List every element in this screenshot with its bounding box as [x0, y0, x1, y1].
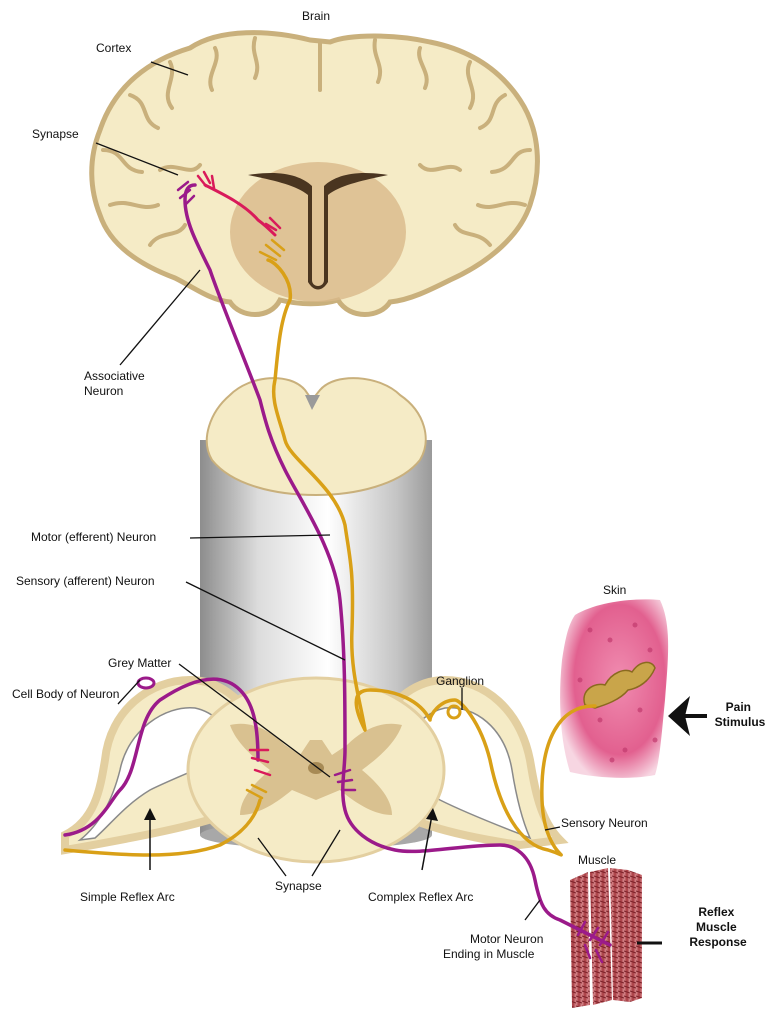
label-reflex-muscle-response: Reflex Muscle Response [689, 905, 747, 949]
label-sensory-neuron: Sensory Neuron [561, 816, 648, 830]
brain [92, 33, 538, 315]
label-associative-neuron: Associative Neuron [84, 369, 148, 398]
label-synapse-bottom: Synapse [275, 879, 322, 893]
label-cortex: Cortex [96, 41, 131, 55]
cord-cross-section [65, 678, 560, 862]
label-complex-reflex-arc: Complex Reflex Arc [368, 890, 473, 904]
label-pain-stimulus: Pain Stimulus [715, 700, 766, 729]
label-muscle: Muscle [578, 853, 616, 867]
label-cell-body: Cell Body of Neuron [12, 687, 119, 701]
muscle-fiber [628, 870, 642, 1002]
label-simple-reflex-arc: Simple Reflex Arc [80, 890, 175, 904]
skin [560, 599, 668, 777]
label-brain: Brain [302, 9, 330, 23]
muscle-fiber [610, 868, 630, 1002]
label-ganglion: Ganglion [436, 674, 484, 688]
thalamus [230, 162, 406, 302]
label-grey-matter: Grey Matter [108, 656, 171, 670]
label-motor-neuron: Motor (efferent) Neuron [31, 530, 156, 544]
label-motor-neuron-ending: Motor Neuron Ending in Muscle [443, 932, 547, 961]
muscle-fiber [570, 872, 590, 1008]
label-skin: Skin [603, 583, 626, 597]
label-sensory-afferent: Sensory (afferent) Neuron [16, 574, 155, 588]
label-synapse-top: Synapse [32, 127, 79, 141]
muscle [570, 868, 642, 1008]
cell-body [138, 678, 154, 688]
